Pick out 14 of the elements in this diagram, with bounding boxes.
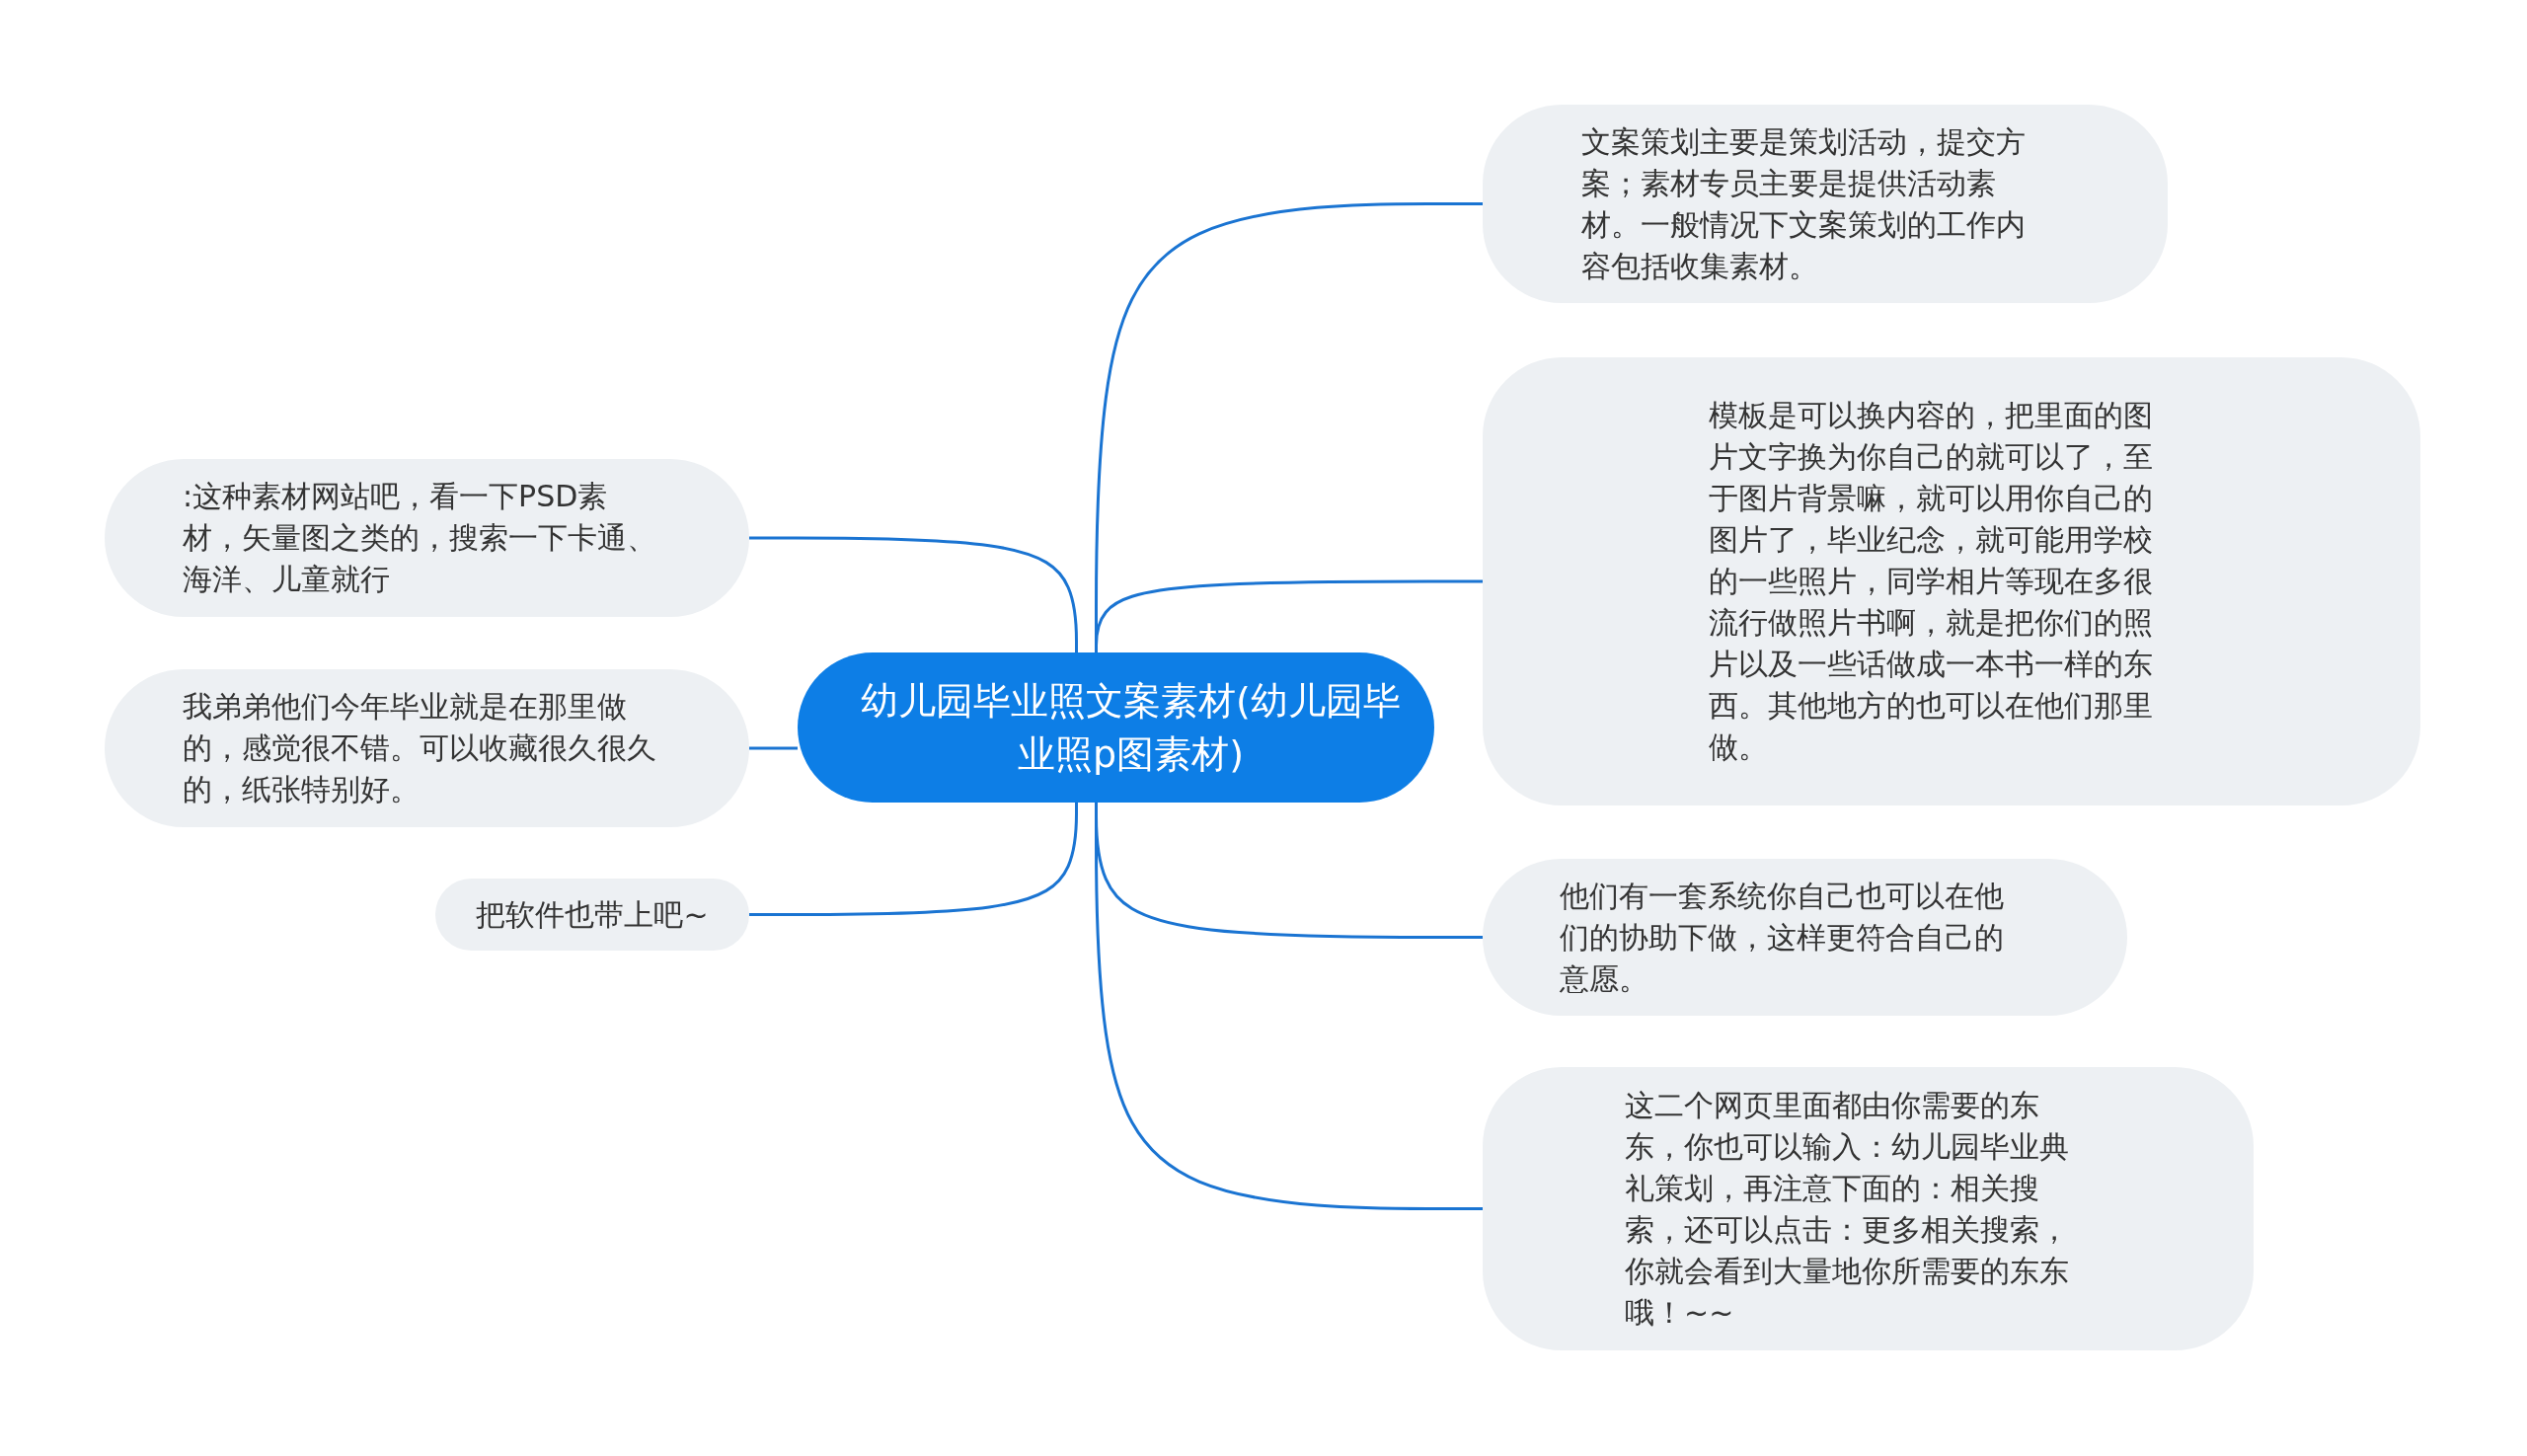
topic-text: 把软件也带上吧~	[475, 895, 710, 934]
branch-line	[749, 536, 1078, 652]
topic-bubble	[1483, 1067, 2254, 1350]
branch-line	[749, 746, 798, 750]
branch-line	[1095, 579, 1483, 652]
topic-text: :这种素材网站吧，看一下PSD素材，矢量图之类的，搜索一下卡通、海洋、儿童就行	[183, 478, 657, 598]
topic-text: 我弟弟他们今年毕业就是在那里做的，感觉很不错。可以收藏很久很久的，纸张特别好。	[183, 688, 657, 808]
topic-bubble	[1483, 357, 2420, 805]
topic-text: 这二个网页里面都由你需要的东东，你也可以输入：幼儿园毕业典礼策划，再注意下面的：相关搜索，还可以点击：更多相关搜索，你就会看到大量地你所需要的东东哦！~~	[1625, 1086, 2070, 1332]
topic-text: 模板是可以换内容的，把里面的图片文字换为你自己的就可以了，至于图片背景嘛，就可以用你自己的图片了，毕业纪念，就可能用学校的一些照片，同学相片等现在多很流行做照片书啊，就是把你们的照片以及一些话做成一本书一样的东西。其他地方的也可以在他们那里做。	[1709, 397, 2154, 766]
topic-text: 幼儿园毕业照文案素材(幼儿园毕业照p图素材)	[860, 678, 1402, 778]
topic-text: 文案策划主要是策划活动，提交方案；素材专员主要是提供活动素材。一般情况下文案策划的工作内容包括收集素材。	[1581, 122, 2027, 285]
topic-text: 他们有一套系统你自己也可以在他们的协助下做，这样更符合自己的意愿。	[1560, 877, 2005, 998]
branch-line	[749, 803, 1078, 916]
